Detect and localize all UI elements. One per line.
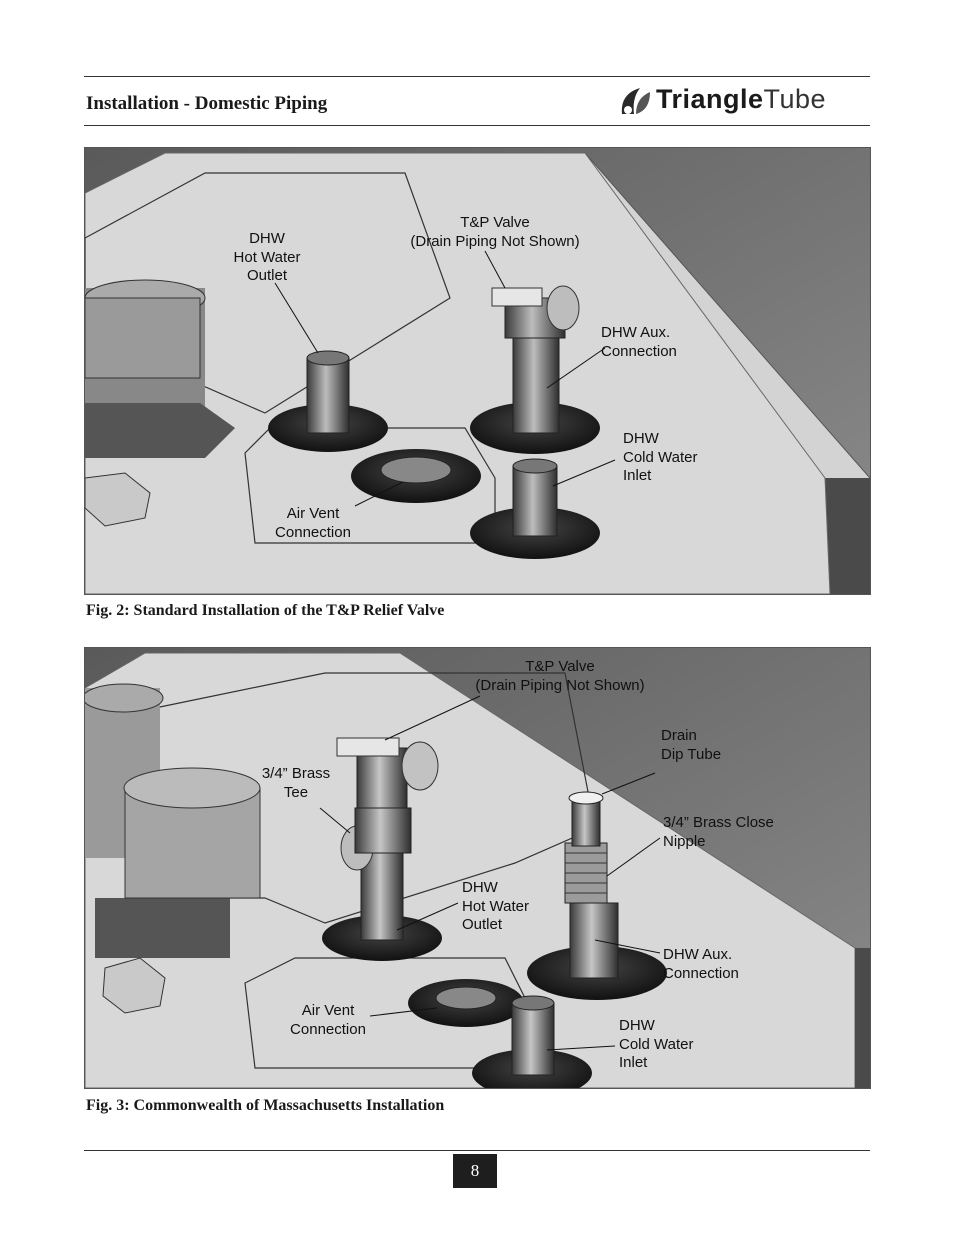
figure-3-caption: Fig. 3: Commonwealth of Massachusetts In… bbox=[86, 1097, 445, 1114]
callout-cold-water-inlet: DHW Cold Water Inlet bbox=[619, 1017, 694, 1071]
logo-word-triangle: Triangle bbox=[656, 84, 764, 114]
header-bottom-rule bbox=[84, 125, 870, 126]
section-title: Installation - Domestic Piping bbox=[86, 93, 328, 114]
figure-2-caption: Fig. 2: Standard Installation of the T&P… bbox=[86, 602, 445, 619]
callout-air-vent: Air Vent Connection bbox=[290, 1002, 366, 1038]
callout-tp-valve: T&P Valve (Drain Piping Not Shown) bbox=[410, 214, 580, 250]
figure-2-drawing bbox=[85, 148, 870, 594]
callout-brass-close-nipple: 3/4” Brass Close Nipple bbox=[663, 814, 774, 850]
callout-hot-water-outlet: DHW Hot Water Outlet bbox=[233, 230, 301, 284]
logo-word-tube: Tube bbox=[763, 84, 827, 114]
callout-brass-tee: 3/4” Brass Tee bbox=[261, 765, 331, 801]
callout-aux-connection: DHW Aux. Connection bbox=[601, 324, 677, 360]
footer-rule bbox=[84, 1150, 870, 1151]
callout-hot-water-outlet: DHW Hot Water Outlet bbox=[462, 879, 529, 933]
logo-leaf-icon bbox=[621, 88, 650, 114]
callout-tp-valve: T&P Valve (Drain Piping Not Shown) bbox=[475, 658, 645, 694]
figure-3-drawing bbox=[85, 648, 870, 1088]
header-top-rule bbox=[84, 76, 870, 77]
callout-aux-connection: DHW Aux. Connection bbox=[663, 946, 739, 982]
callout-drain-dip-tube: Drain Dip Tube bbox=[661, 727, 722, 763]
figure-3-illustration: T&P Valve (Drain Piping Not Shown) Drain… bbox=[84, 647, 871, 1089]
page-number: 8 bbox=[453, 1154, 497, 1188]
triangle-tube-logo: TriangleTube bbox=[616, 82, 870, 122]
callout-air-vent: Air Vent Connection bbox=[275, 505, 351, 541]
figure-2-illustration: DHW Hot Water Outlet T&P Valve (Drain Pi… bbox=[84, 147, 871, 595]
callout-cold-water-inlet: DHW Cold Water Inlet bbox=[623, 430, 698, 484]
